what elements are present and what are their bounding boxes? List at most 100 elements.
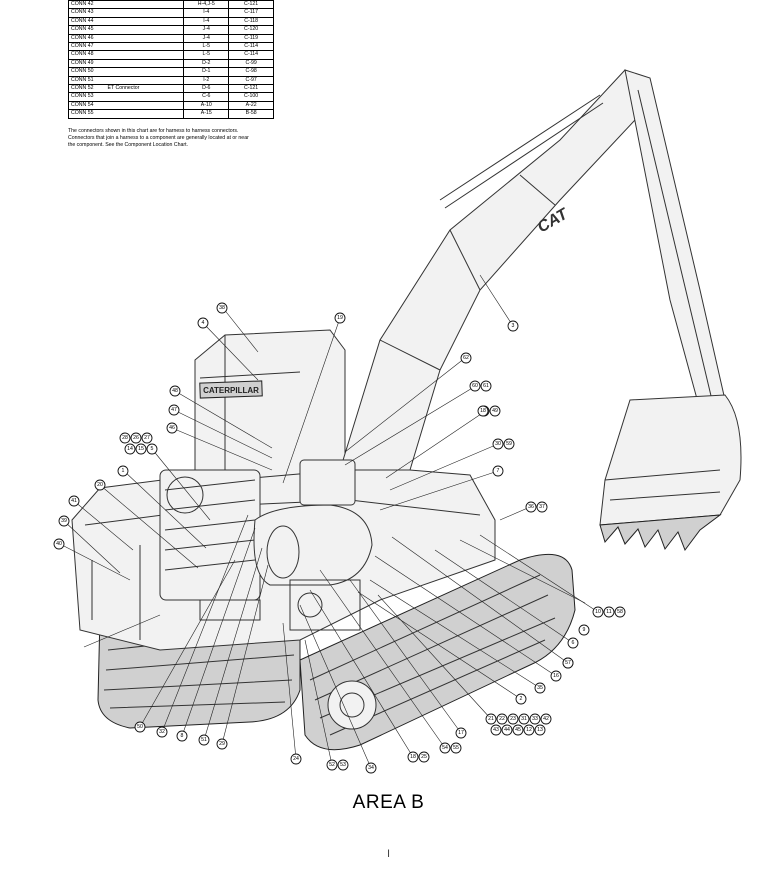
svg-text:62: 62: [463, 355, 469, 361]
callout-32: 32: [156, 726, 168, 738]
svg-text:1: 1: [122, 468, 125, 474]
callout-45: 45: [512, 724, 524, 736]
svg-text:60: 60: [472, 383, 478, 389]
svg-text:37: 37: [539, 504, 545, 510]
svg-text:50: 50: [137, 724, 143, 730]
connector-reference: C-98: [228, 67, 274, 77]
callout-40: 40: [53, 538, 65, 550]
connector-location: I-2: [183, 75, 230, 86]
callout-20: 20: [94, 479, 106, 491]
svg-text:41: 41: [71, 498, 77, 504]
callout-22: 22: [496, 713, 508, 725]
svg-text:52: 52: [329, 762, 335, 768]
svg-text:31: 31: [521, 716, 527, 722]
connector-reference: C-119: [228, 33, 274, 44]
svg-text:36: 36: [528, 504, 534, 510]
callout-52: 52: [326, 759, 338, 771]
connector-location: D-1: [183, 67, 230, 77]
callout-18-b: 18: [407, 751, 419, 763]
svg-text:4: 4: [202, 320, 205, 326]
svg-text:32: 32: [159, 729, 165, 735]
connector-location: A-15: [183, 109, 230, 119]
svg-text:13: 13: [537, 727, 543, 733]
callout-44: 44: [501, 724, 513, 736]
callout-11: 11: [603, 606, 615, 618]
svg-text:38: 38: [219, 305, 225, 311]
connector-location: C-6: [183, 92, 230, 102]
callout-55: 55: [450, 742, 462, 754]
area-label: AREA B: [352, 792, 425, 813]
stick: [624, 69, 726, 411]
svg-text:18: 18: [410, 754, 416, 760]
connector-reference: C-99: [228, 58, 274, 69]
callout-42: 42: [540, 713, 552, 725]
svg-text:55: 55: [453, 745, 459, 751]
engine-compartment: [159, 459, 373, 631]
connector-location: D-2: [183, 58, 230, 69]
svg-text:16: 16: [553, 673, 559, 679]
callout-24: 24: [290, 753, 302, 765]
connector-location: J-4: [183, 33, 230, 44]
svg-text:28: 28: [122, 435, 128, 441]
svg-text:8: 8: [181, 733, 184, 739]
svg-text:35: 35: [537, 685, 543, 691]
svg-text:39: 39: [61, 518, 67, 524]
callout-7: 7: [492, 465, 504, 477]
svg-text:19: 19: [337, 315, 343, 321]
svg-text:17: 17: [458, 730, 464, 736]
svg-text:40: 40: [56, 541, 62, 547]
callout-29: 29: [216, 738, 228, 750]
callout-27: 27: [141, 432, 153, 444]
note-line: Connectors that join a harness to a comp…: [68, 135, 249, 141]
svg-text:30: 30: [495, 441, 501, 447]
callout-36: 36: [525, 501, 537, 513]
connector-reference: A-22: [228, 100, 274, 111]
connector-reference: C-121: [228, 0, 274, 10]
svg-text:54: 54: [442, 745, 448, 751]
callout-62: 62: [460, 352, 472, 364]
bucket: [599, 394, 742, 552]
callout-28: 28: [119, 432, 131, 444]
svg-text:27: 27: [144, 435, 150, 441]
callout-10: 10: [592, 606, 604, 618]
svg-text:47: 47: [171, 407, 177, 413]
callout-5: 5: [146, 443, 158, 455]
page-number: I: [386, 848, 391, 860]
callout-58: 58: [614, 606, 626, 618]
callout-35: 35: [534, 682, 546, 694]
connector-location: H-4,J-5: [183, 0, 230, 10]
callout-2: 2: [515, 693, 527, 705]
connector-reference: C-120: [228, 25, 274, 35]
callout-53: 53: [337, 759, 349, 771]
svg-text:48: 48: [172, 388, 178, 394]
callout-1: 1: [117, 465, 129, 477]
callout-6: 6: [567, 637, 579, 649]
svg-text:14: 14: [127, 446, 133, 452]
callout-8: 8: [176, 730, 188, 742]
svg-text:33: 33: [532, 716, 538, 722]
connector-chart-note: The connectors shown in this chart are f…: [68, 128, 278, 149]
callout-31: 31: [518, 713, 530, 725]
leader-lines: [59, 274, 599, 769]
callout-48: 48: [169, 385, 181, 397]
callout-38: 38: [216, 302, 228, 314]
svg-text:43: 43: [493, 727, 499, 733]
callout-16: 16: [550, 670, 562, 682]
svg-text:22: 22: [499, 716, 505, 722]
callout-17: 17: [455, 727, 467, 739]
callout-26: 26: [130, 432, 142, 444]
track-right: [299, 553, 576, 751]
svg-text:12: 12: [526, 727, 532, 733]
callout-37: 37: [536, 501, 548, 513]
connector-reference: B-58: [228, 109, 274, 119]
callout-12: 12: [523, 724, 535, 736]
callout-19: 19: [334, 312, 346, 324]
callout-61: 61: [480, 380, 492, 392]
svg-text:46: 46: [169, 425, 175, 431]
